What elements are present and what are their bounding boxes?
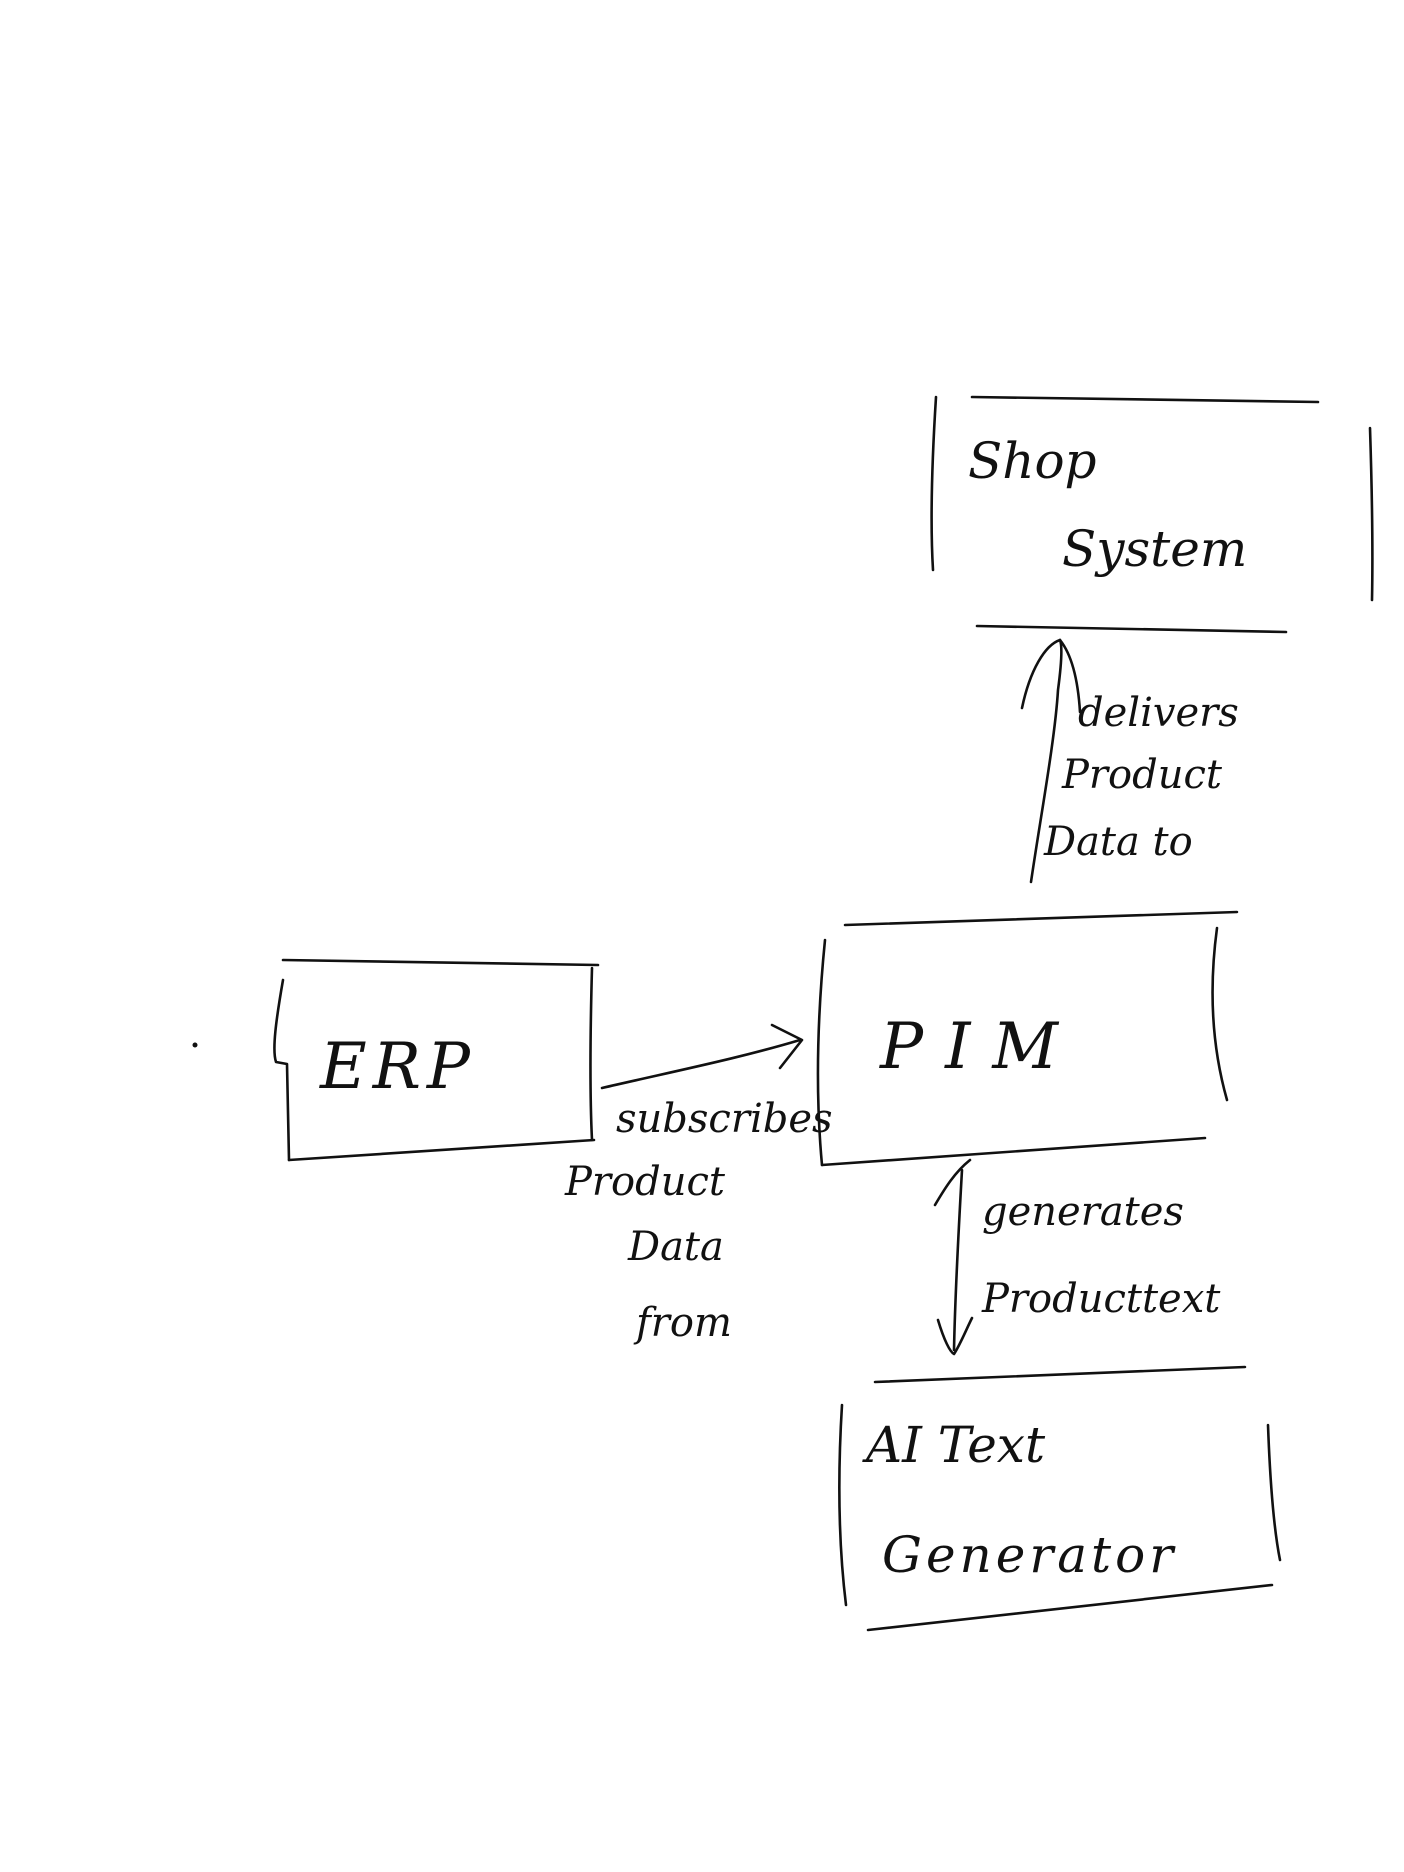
pim-to-shop-label-line2: Product bbox=[1061, 752, 1223, 798]
pim-to-shop-arrow bbox=[1020, 638, 1082, 884]
ai-text-generator-label-line2: Generator bbox=[882, 1526, 1177, 1584]
erp-to-pim-label-line3: Data bbox=[627, 1224, 724, 1270]
erp-to-pim-label-line2: Product bbox=[564, 1159, 726, 1205]
shop-system-label-line2: System bbox=[1062, 520, 1247, 578]
pim-box: PIM bbox=[816, 910, 1239, 1167]
erp-to-pim-label-line1: subscribes bbox=[616, 1096, 833, 1142]
erp-to-pim-arrow bbox=[600, 1023, 804, 1090]
ai-text-generator-box: AI Text Generator bbox=[838, 1365, 1282, 1632]
ai-text-generator-label-line1: AI Text bbox=[862, 1416, 1046, 1474]
stray-dot bbox=[192, 1042, 198, 1048]
pim-ai-label-line1: generates bbox=[982, 1189, 1184, 1235]
erp-to-pim-label-line4: from bbox=[633, 1300, 732, 1346]
pim-ai-label-line2: Producttext bbox=[981, 1276, 1221, 1322]
pim-to-shop-label-line3: Data to bbox=[1043, 819, 1193, 865]
erp-box: ERP bbox=[273, 958, 600, 1162]
pim-ai-arrow bbox=[933, 1158, 974, 1356]
shop-system-label-line1: Shop bbox=[968, 432, 1097, 490]
pim-label: PIM bbox=[879, 1010, 1080, 1084]
shop-system-box: Shop System bbox=[930, 395, 1374, 634]
pim-to-shop-label-line1: delivers bbox=[1078, 690, 1239, 736]
erp-label: ERP bbox=[319, 1030, 476, 1104]
